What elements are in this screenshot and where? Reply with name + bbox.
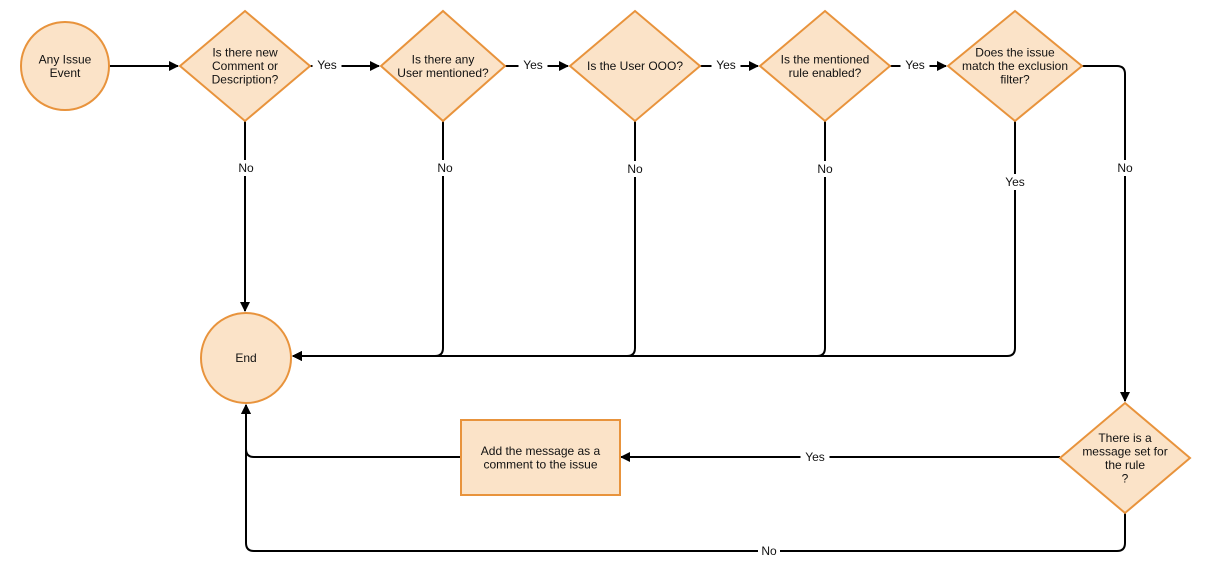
edge-label-q4-to-q5: Yes: [900, 57, 930, 73]
node-q3: Is the User OOO?: [568, 9, 702, 123]
edge-label-text: Yes: [805, 450, 825, 464]
node-end-shape: [200, 312, 292, 404]
node-q4-shape: [758, 9, 892, 123]
node-action-shape: [460, 419, 621, 496]
edge-label-background: [518, 57, 548, 73]
edge-label-background: [235, 160, 257, 176]
edge-q5-to-end: [292, 121, 1016, 361]
edge-label-text: Yes: [905, 58, 925, 72]
edge-label-background: [312, 57, 342, 73]
edge-label-q6-to-action: Yes: [800, 449, 830, 465]
edge-label-text: No: [817, 162, 833, 176]
node-q6-shape: [1058, 401, 1192, 515]
edge-label-background: [624, 161, 646, 177]
edge-label-background: [711, 57, 741, 73]
node-q2-shape: [379, 9, 507, 123]
edge-label-background: [1114, 160, 1136, 176]
edge-label-text: No: [1117, 161, 1133, 175]
edge-label-background: [814, 161, 836, 177]
edge-q2-to-end: [292, 121, 444, 361]
node-start-shape: [20, 21, 110, 111]
edge-label-text: No: [761, 544, 777, 558]
edge-label-text: Yes: [1005, 175, 1025, 189]
edge-label-text: Yes: [523, 58, 543, 72]
node-q3-label: Is the User OOO?: [587, 59, 683, 73]
edge-label-q4-to-end: No: [814, 161, 836, 177]
node-q1-shape: [178, 9, 312, 123]
edge-label-text: Yes: [317, 58, 337, 72]
edge-label-q3-to-q4: Yes: [711, 57, 741, 73]
edge-label-q1-to-q2: Yes: [312, 57, 342, 73]
node-q3-shape: [568, 9, 702, 123]
node-q5-shape: [946, 9, 1084, 123]
edge-label-q2-to-q3: Yes: [518, 57, 548, 73]
edge-label-background: [1000, 174, 1030, 190]
edge-label-background: [434, 160, 456, 176]
edge-label-background: [800, 449, 830, 465]
edge-label-q3-to-end: No: [624, 161, 646, 177]
edge-label-q5-to-end: Yes: [1000, 174, 1030, 190]
edge-label-text: No: [627, 162, 643, 176]
node-end: End: [200, 312, 292, 404]
edge-q6-to-end: [241, 404, 1126, 552]
edge-q3-to-end: [292, 121, 636, 361]
edge-label-text: No: [437, 161, 453, 175]
edge-q4-to-end: [292, 121, 826, 361]
edge-label-background: [900, 57, 930, 73]
edge-label-text: No: [238, 161, 254, 175]
edge-label-q5-to-q6: No: [1114, 160, 1136, 176]
edge-label-q2-to-end: No: [434, 160, 456, 176]
edge-label-background: [758, 543, 780, 559]
edge-label-text: Yes: [716, 58, 736, 72]
edge-q5-to-q6: [1082, 65, 1130, 402]
edge-action-to-end: [241, 404, 461, 458]
edge-label-q6-to-end: No: [758, 543, 780, 559]
node-end-label: End: [235, 351, 256, 365]
edge-label-q1-to-end: No: [235, 160, 257, 176]
